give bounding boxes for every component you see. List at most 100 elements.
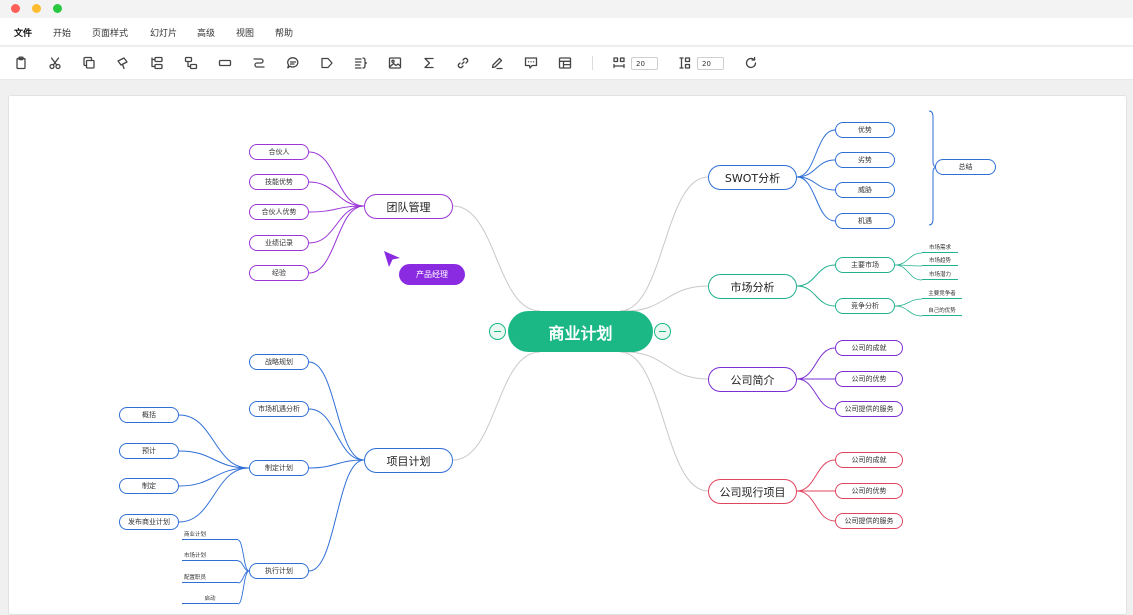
leaf-launch[interactable]: 启动 — [182, 593, 238, 604]
subtopic-projects-achievements[interactable]: 公司的成就 — [835, 452, 903, 468]
leaf-formulate[interactable]: 制定 — [119, 478, 179, 494]
connector-intro-0 — [796, 347, 836, 380]
subtopic-weakness[interactable]: 劣势 — [835, 152, 895, 168]
connector-main-market-leaf-2 — [894, 264, 923, 281]
insert-sibling-icon[interactable] — [183, 55, 199, 71]
connector-center-swot — [619, 176, 709, 312]
connector-team-1 — [308, 181, 365, 207]
marker-pen-icon[interactable] — [489, 55, 505, 71]
menu-start[interactable]: 开始 — [53, 29, 72, 39]
table-icon[interactable] — [557, 55, 573, 71]
leaf-publish-plan[interactable]: 发布商业计划 — [119, 514, 179, 530]
close-window-button[interactable] — [11, 4, 20, 13]
connector-main-market-leaf-1 — [894, 264, 923, 267]
insert-subtopic-icon[interactable] — [149, 55, 165, 71]
connector-swot-0 — [796, 129, 836, 178]
spacing-width-icon — [611, 55, 627, 71]
leaf-market-demand[interactable]: 市场需求 — [922, 242, 958, 253]
summary-topic[interactable]: 总结 — [935, 159, 996, 175]
connector-center-intro — [624, 351, 709, 380]
comment-icon[interactable] — [285, 55, 301, 71]
connector-plan-3 — [308, 459, 365, 572]
connector-swot-3 — [796, 176, 836, 222]
connector-competition-leaf-0 — [894, 298, 923, 307]
leaf-market-plan[interactable]: 市场计划 — [182, 550, 238, 561]
minimize-window-button[interactable] — [32, 4, 41, 13]
leaf-forecast[interactable]: 预计 — [119, 443, 179, 459]
leaf-own-advantage[interactable]: 自己的优势 — [922, 305, 962, 316]
menu-bar: 文件 开始 页面样式 幻灯片 高级 视图 帮助 — [0, 18, 1133, 46]
subtopic-strength[interactable]: 优势 — [835, 122, 895, 138]
topic-company-intro[interactable]: 公司简介 — [708, 367, 797, 392]
topic-current-projects[interactable]: 公司现行项目 — [708, 479, 797, 504]
relationship-icon[interactable] — [251, 55, 267, 71]
summary-icon[interactable] — [353, 55, 369, 71]
menu-help[interactable]: 帮助 — [275, 29, 294, 39]
subtopic-opportunity-analysis[interactable]: 市场机遇分析 — [249, 401, 309, 417]
topic-swot[interactable]: SWOT分析 — [708, 165, 797, 190]
scissors-icon[interactable] — [47, 55, 63, 71]
title-bar — [0, 0, 1133, 18]
subtopic-experience[interactable]: 经验 — [249, 265, 309, 281]
topic-market[interactable]: 市场分析 — [708, 274, 797, 299]
menu-advanced[interactable]: 高级 — [197, 29, 216, 39]
connector-team-2 — [308, 205, 365, 213]
subtopic-partners[interactable]: 合伙人 — [249, 144, 309, 160]
clipboard-icon[interactable] — [13, 55, 29, 71]
formula-icon[interactable] — [421, 55, 437, 71]
connector-make-plan-0 — [178, 414, 250, 469]
connector-execute-plan-0 — [237, 539, 250, 572]
subtopic-threat[interactable]: 威胁 — [835, 182, 895, 198]
subtopic-competition[interactable]: 竞争分析 — [835, 298, 895, 314]
connector-execute-plan-3 — [237, 570, 250, 605]
collaborator-cursor-icon — [384, 251, 400, 267]
menu-file[interactable]: 文件 — [14, 29, 33, 39]
callout-icon[interactable] — [523, 55, 539, 71]
subtopic-intro-achievements[interactable]: 公司的成就 — [835, 340, 903, 356]
subtopic-track-record[interactable]: 业绩记录 — [249, 235, 309, 251]
connector-execute-plan-1 — [237, 560, 250, 572]
spacing-height-icon — [677, 55, 693, 71]
subtopic-projects-services[interactable]: 公司提供的服务 — [835, 513, 903, 529]
subtopic-partner-advantage[interactable]: 合伙人优势 — [249, 204, 309, 220]
subtopic-opportunity[interactable]: 机遇 — [835, 213, 895, 229]
connector-projects-2 — [796, 490, 836, 522]
menu-view[interactable]: 视图 — [236, 29, 255, 39]
image-icon[interactable] — [387, 55, 403, 71]
leaf-main-competitors[interactable]: 主要竞争者 — [922, 288, 962, 299]
leaf-market-potential[interactable]: 市场潜力 — [922, 269, 958, 280]
subtopic-main-market[interactable]: 主要市场 — [835, 257, 895, 273]
subtopic-make-plan[interactable]: 制定计划 — [249, 460, 309, 476]
subtopic-intro-services[interactable]: 公司提供的服务 — [835, 401, 903, 417]
leaf-staffing[interactable]: 配置职员 — [182, 572, 238, 583]
connector-main-market-leaf-0 — [894, 252, 923, 266]
leaf-overview[interactable]: 概括 — [119, 407, 179, 423]
subtopic-execute-plan[interactable]: 执行计划 — [249, 563, 309, 579]
copy-icon[interactable] — [81, 55, 97, 71]
subtopic-strategy[interactable]: 战略规划 — [249, 354, 309, 370]
leaf-business-plan[interactable]: 商业计划 — [182, 529, 238, 540]
refresh-icon[interactable] — [743, 55, 759, 71]
central-topic[interactable]: 商业计划 — [508, 311, 653, 352]
topic-team-management[interactable]: 团队管理 — [364, 194, 453, 219]
width-spacing-input[interactable] — [631, 57, 658, 70]
collapse-right-button[interactable] — [654, 323, 671, 340]
link-icon[interactable] — [455, 55, 471, 71]
connector-center-team — [452, 205, 541, 312]
height-spacing-input[interactable] — [697, 57, 724, 70]
topic-project-plan[interactable]: 项目计划 — [364, 448, 453, 473]
menu-slides[interactable]: 幻灯片 — [150, 29, 178, 39]
connector-center-plan — [452, 351, 541, 461]
collapse-left-button[interactable] — [489, 323, 506, 340]
topic-box-icon[interactable] — [217, 55, 233, 71]
subtopic-skill-advantage[interactable]: 技能优势 — [249, 174, 309, 190]
leaf-market-trend[interactable]: 市场趋势 — [922, 255, 958, 266]
subtopic-projects-advantages[interactable]: 公司的优势 — [835, 483, 903, 499]
zoom-window-button[interactable] — [53, 4, 62, 13]
format-brush-icon[interactable] — [115, 55, 131, 71]
menu-page-style[interactable]: 页面样式 — [92, 29, 129, 39]
subtopic-intro-advantages[interactable]: 公司的优势 — [835, 371, 903, 387]
connector-make-plan-3 — [178, 467, 250, 523]
label-icon[interactable] — [319, 55, 335, 71]
